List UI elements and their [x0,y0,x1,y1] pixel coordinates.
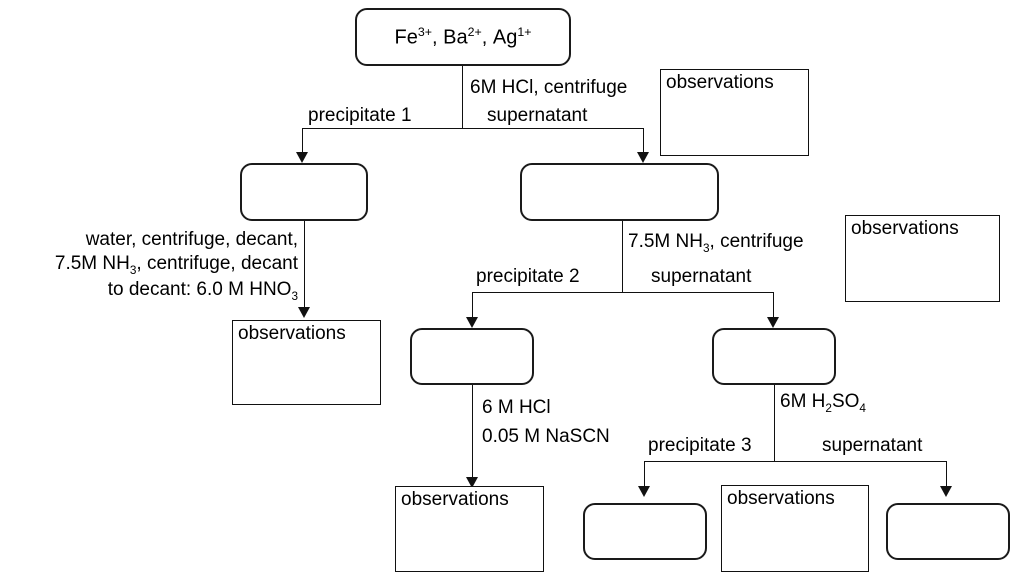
arrowhead-precipitate1 [296,152,308,163]
observations-label: observations [238,323,346,344]
sample-box-initial: Fe3+, Ba2+, Ag1+ [355,8,571,66]
connector-down-precipitate1 [302,128,303,154]
observations-box-left: observations [232,320,381,405]
connector-down-supernatant1 [643,128,644,154]
connector-left-treatment [304,221,305,313]
arrowhead-left-treatment [298,307,310,318]
species-1-charge: 3+ [417,24,432,39]
connector-stem-step2 [622,221,623,292]
observations-box-top-right: observations [660,69,809,156]
label-supernatant-2: supernatant [651,266,752,287]
observations-label: observations [851,218,959,239]
connector-down-supernatant2 [773,292,774,318]
result-box-supernatant-2 [712,328,836,385]
observations-label: observations [666,72,774,93]
sample-box-text: Fe3+, Ba2+, Ag1+ [395,25,532,50]
observations-box-bottom-right: observations [721,485,869,572]
species-2-symbol: Ba [443,26,468,49]
connector-split-step4 [644,461,946,462]
label-left-treatment: water, centrifuge, decant, 7.5M NH3, cen… [10,228,298,305]
label-precipitate-2: precipitate 2 [476,266,580,287]
arrowhead-precipitate3 [638,486,650,497]
label-reagent-step4: 6M H2SO4 [780,391,866,415]
species-3-symbol: Ag [492,26,518,49]
label-left-treatment-line3: to decant: 6.0 M HNO3 [107,279,298,304]
label-left-treatment-line1: water, centrifuge, decant, [85,229,298,250]
observations-box-center-bottom: observations [395,486,544,572]
arrowhead-step3 [466,477,478,488]
result-box-precipitate-1 [240,163,368,221]
label-precipitate-1: precipitate 1 [308,105,412,126]
connector-down-precipitate2 [472,292,473,318]
label-reagent-step1: 6M HCl, centrifuge [470,77,628,98]
label-reagent-step2: 7.5M NH3, centrifuge [628,231,804,255]
label-reagent-step3-line2: 0.05 M NaSCN [482,426,610,447]
result-box-supernatant-1 [520,163,719,221]
connector-down-supernatant3 [946,461,947,487]
arrowhead-supernatant1 [637,152,649,163]
result-box-supernatant-3 [886,503,1010,560]
connector-split-step1 [302,128,643,129]
arrowhead-supernatant3 [940,486,952,497]
species-1-symbol: Fe [394,26,418,49]
observations-box-mid-right: observations [845,215,1000,302]
connector-stem-step4 [774,385,775,461]
label-left-treatment-line2: 7.5M NH3, centrifuge, decant [54,252,298,277]
arrowhead-precipitate2 [466,317,478,328]
connector-step3 [472,385,473,482]
arrowhead-supernatant2 [767,317,779,328]
label-supernatant-3: supernatant [822,435,923,456]
label-reagent-step3-line1: 6 M HCl [482,397,551,418]
connector-stem-step1 [462,66,463,128]
connector-down-precipitate3 [644,461,645,487]
connector-split-step2 [472,292,773,293]
label-supernatant-1: supernatant [487,105,588,126]
species-separator-1: , [432,26,444,49]
species-3-charge: 1+ [517,24,532,39]
result-box-precipitate-3 [583,503,707,560]
observations-label: observations [727,488,835,509]
label-precipitate-3: precipitate 3 [648,435,752,456]
species-separator-2: , [481,26,493,49]
species-2-charge: 2+ [467,24,482,39]
result-box-precipitate-2 [410,328,534,385]
observations-label: observations [401,489,509,510]
